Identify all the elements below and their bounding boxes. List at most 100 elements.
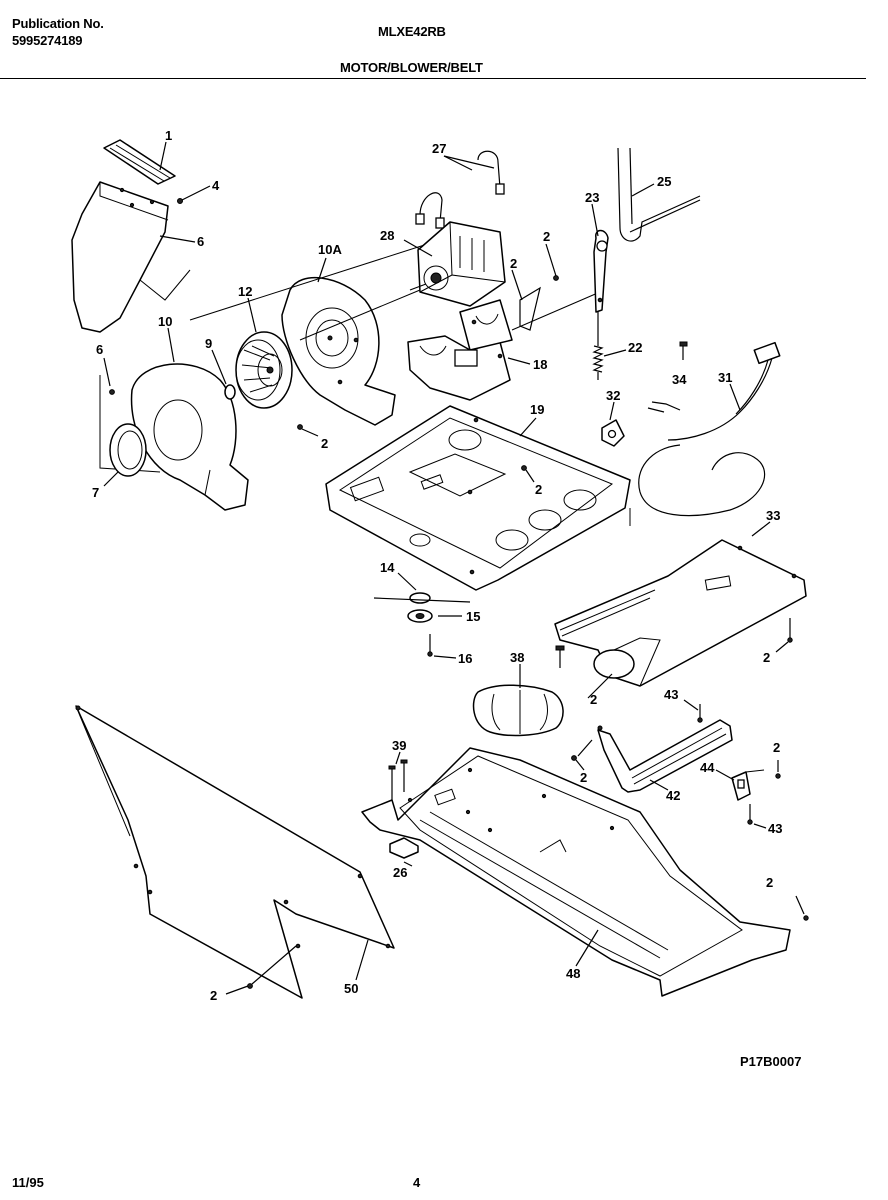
callout-43a: 43	[664, 687, 678, 702]
model-number: MLXE42RB	[378, 24, 446, 39]
part-28-drive-motor	[409, 221, 506, 307]
screw-43b	[747, 804, 753, 825]
callout-12: 12	[238, 284, 252, 299]
leader-2j-b	[251, 945, 297, 985]
callout-2g: 2	[580, 770, 587, 785]
part-1-grille-strip	[103, 139, 176, 185]
part-42-support-bracket	[597, 719, 733, 793]
leader-31	[729, 383, 741, 411]
callout-31: 31	[718, 370, 732, 385]
part-27-wire-harness	[415, 150, 505, 229]
publication-number: 5995274189	[12, 33, 83, 48]
leader-48	[575, 929, 599, 967]
leader-6a	[159, 235, 196, 243]
callout-6a: 6	[197, 234, 204, 249]
callout-18: 18	[533, 357, 547, 372]
axis-line-motor	[299, 289, 421, 341]
part-9-washer	[224, 384, 236, 400]
leader-2a	[301, 428, 319, 437]
callout-33: 33	[766, 508, 780, 523]
part-15-idler-pulley	[407, 609, 433, 623]
leader-1	[159, 141, 167, 171]
part-48-base-frame	[361, 747, 791, 997]
leader-2b	[545, 243, 557, 277]
leader-26	[403, 861, 413, 867]
leader-39	[395, 751, 401, 765]
part-44-clip	[731, 771, 751, 801]
callout-4: 4	[212, 178, 220, 193]
callout-28: 28	[380, 228, 394, 243]
leader-10	[167, 327, 175, 363]
callout-48: 48	[566, 966, 580, 981]
leader-22	[603, 349, 627, 357]
callout-32: 32	[606, 388, 620, 403]
leader-2d	[525, 469, 535, 483]
callout-50: 50	[344, 981, 358, 996]
callout-6b: 6	[96, 342, 103, 357]
leader-27a	[443, 155, 473, 171]
leader-2g	[575, 759, 585, 771]
callout-44: 44	[700, 760, 715, 775]
callout-19: 19	[530, 402, 544, 417]
footer-date: 11/95	[12, 1175, 44, 1190]
callout-23: 23	[585, 190, 599, 205]
leader-14	[397, 572, 417, 591]
screw-2i	[795, 895, 809, 921]
leader-18	[507, 357, 531, 365]
callout-38: 38	[510, 650, 524, 665]
part-12-blower-wheel	[235, 331, 293, 409]
publication-label: Publication No.	[12, 16, 104, 31]
callout-9: 9	[205, 336, 212, 351]
leader-9	[211, 349, 227, 385]
leader-42	[649, 779, 669, 791]
callout-2i: 2	[766, 875, 773, 890]
axis-line-blower	[189, 239, 441, 321]
screw-43a	[697, 704, 703, 723]
leader-33	[751, 521, 771, 537]
callout-2a: 2	[321, 436, 328, 451]
part-14-pulley-shaft	[373, 592, 471, 604]
leader-6b	[103, 357, 111, 387]
callout-22: 22	[628, 340, 642, 355]
part-6-blower-duct	[71, 181, 191, 333]
section-title: MOTOR/BLOWER/BELT	[340, 60, 483, 75]
callout-34: 34	[672, 372, 687, 387]
leader-12	[247, 297, 257, 333]
leader-32	[609, 401, 615, 421]
screw-2h	[775, 773, 781, 779]
callout-14: 14	[380, 560, 395, 575]
callout-10a: 10A	[318, 242, 342, 257]
callout-15: 15	[466, 609, 480, 624]
callout-25: 25	[657, 174, 671, 189]
part-38-duct-elbow	[472, 684, 564, 737]
part-50-rear-panel	[75, 705, 395, 999]
leader-43a	[683, 699, 699, 711]
figure-code: P17B0007	[740, 1054, 801, 1069]
axis-line-belt	[511, 291, 601, 331]
leader-50	[355, 939, 369, 981]
callout-2f: 2	[590, 692, 597, 707]
part-34-screw	[679, 341, 688, 360]
callout-2b: 2	[543, 229, 550, 244]
leader-2e	[775, 641, 789, 653]
callout-42: 42	[666, 788, 680, 803]
header-rule	[0, 78, 866, 79]
leader-19	[519, 417, 537, 437]
part-7-seal-ring	[109, 423, 147, 477]
part-25-drive-belt	[617, 147, 701, 242]
leader-44	[715, 769, 735, 781]
part-18-motor-mount	[407, 286, 541, 401]
leader-25	[631, 183, 655, 197]
leader-44-b	[745, 769, 765, 773]
callout-2d: 2	[535, 482, 542, 497]
part-19-base-pan	[325, 405, 631, 591]
callout-2c: 2	[510, 256, 517, 271]
callout-39: 39	[392, 738, 406, 753]
part-33-exhaust-duct	[554, 539, 807, 687]
part-10-blower-housing-front	[109, 363, 249, 511]
part-26-foot-pad	[389, 837, 419, 859]
leader-43b	[753, 823, 767, 829]
callout-7: 7	[92, 485, 99, 500]
